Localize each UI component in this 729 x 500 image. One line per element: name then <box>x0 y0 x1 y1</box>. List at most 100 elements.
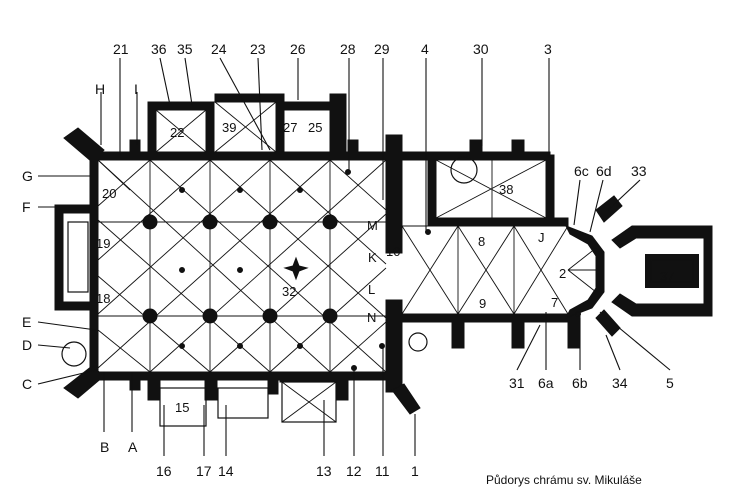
apse-se-buttress <box>595 309 621 337</box>
label-25: 25 <box>308 120 322 135</box>
choir-south-wall <box>399 313 576 323</box>
inner-labels: 22 39 27 25 20 19 18 15 32 38 37 M K L N… <box>96 120 674 415</box>
label-29: 29 <box>374 41 390 57</box>
label-D: D <box>22 337 32 353</box>
porch-west-wall <box>54 204 64 311</box>
chapel-22-east <box>205 101 215 161</box>
label-38: 38 <box>499 182 513 197</box>
label-4: 4 <box>421 41 429 57</box>
label-9: 9 <box>479 296 486 311</box>
pier <box>142 214 158 230</box>
label-22: 22 <box>170 125 184 140</box>
label-10: 10 <box>386 244 400 259</box>
pier <box>202 308 218 324</box>
pier <box>262 214 278 230</box>
pier <box>322 308 338 324</box>
east-chapel-wall <box>611 225 713 317</box>
label-18: 18 <box>96 291 110 306</box>
label-J: J <box>538 230 545 245</box>
chapel-39-north <box>214 93 281 103</box>
label-3: 3 <box>544 41 552 57</box>
label-20: 20 <box>102 186 116 201</box>
label-12: 12 <box>346 463 362 479</box>
label-37: 37 <box>660 269 674 284</box>
label-2: 2 <box>559 266 566 281</box>
piers <box>142 169 581 371</box>
chapel-39-east <box>275 93 285 161</box>
choir-s-buttress-2 <box>511 321 525 349</box>
west-wall <box>89 151 99 381</box>
sacristy-east <box>545 154 555 226</box>
chapel-22-west <box>147 101 157 161</box>
pier <box>202 214 218 230</box>
label-E: E <box>22 314 31 330</box>
outer-labels: 21 36 35 24 23 26 28 29 4 30 3 6c 6d 33 … <box>22 41 674 479</box>
label-K: K <box>368 250 377 265</box>
label-B: B <box>100 439 109 455</box>
chapel-27-east <box>329 93 347 161</box>
s-buttress-1 <box>129 371 141 391</box>
choir-n-buttress-2 <box>511 139 525 159</box>
apse-wall <box>564 225 605 319</box>
triumph-wall-north <box>385 134 403 254</box>
label-6b: 6b <box>572 375 588 391</box>
label-7: 7 <box>551 295 558 310</box>
porch-inner <box>67 221 89 293</box>
label-36: 36 <box>151 41 167 57</box>
choir-s-buttress-3 <box>567 313 581 349</box>
label-13: 13 <box>316 463 332 479</box>
sw-buttress <box>63 365 105 399</box>
label-14: 14 <box>218 463 234 479</box>
label-30: 30 <box>473 41 489 57</box>
s-buttress-4 <box>267 375 279 395</box>
pier <box>262 308 278 324</box>
plan-caption: Půdorys chrámu sv. Mikuláše <box>486 473 642 487</box>
label-23: 23 <box>250 41 266 57</box>
choir-s-buttress-1 <box>451 321 465 349</box>
leader-lines <box>37 57 671 456</box>
chapel-37-inner <box>650 259 694 283</box>
choir-n-buttress-1 <box>469 139 483 159</box>
label-6a: 6a <box>538 375 554 391</box>
label-19: 19 <box>96 236 110 251</box>
label-24: 24 <box>211 41 227 57</box>
label-C: C <box>22 376 32 392</box>
label-N: N <box>367 310 376 325</box>
se-buttress <box>391 383 421 415</box>
chapel-27-north <box>277 101 337 111</box>
label-I: I <box>134 81 138 97</box>
nw-buttress <box>63 127 105 163</box>
label-21: 21 <box>113 41 129 57</box>
label-6c: 6c <box>574 163 589 179</box>
label-5: 5 <box>666 375 674 391</box>
n-buttress-1 <box>129 139 141 161</box>
chapel-15 <box>159 387 207 427</box>
label-17: 17 <box>196 463 212 479</box>
chapel-13 <box>281 381 337 423</box>
label-28: 28 <box>340 41 356 57</box>
label-8: 8 <box>478 234 485 249</box>
label-32: 32 <box>282 284 296 299</box>
pier <box>142 308 158 324</box>
s-buttress-3 <box>204 375 218 401</box>
chapel-22-north <box>147 101 213 111</box>
label-11: 11 <box>375 463 390 479</box>
label-31: 31 <box>509 375 525 391</box>
label-L: L <box>368 282 375 297</box>
label-27: 27 <box>283 120 297 135</box>
label-33: 33 <box>631 163 647 179</box>
label-A: A <box>128 439 138 455</box>
label-34: 34 <box>612 375 628 391</box>
label-G: G <box>22 168 33 184</box>
porch-14 <box>217 387 269 419</box>
label-H: H <box>95 81 105 97</box>
spiral-stair-30 <box>450 156 478 184</box>
label-16: 16 <box>156 463 172 479</box>
chapel-13-north <box>279 375 341 383</box>
n-buttress-2 <box>347 139 359 161</box>
pier <box>322 214 338 230</box>
star-32-icon <box>283 256 309 281</box>
s-buttress-2 <box>147 375 161 401</box>
